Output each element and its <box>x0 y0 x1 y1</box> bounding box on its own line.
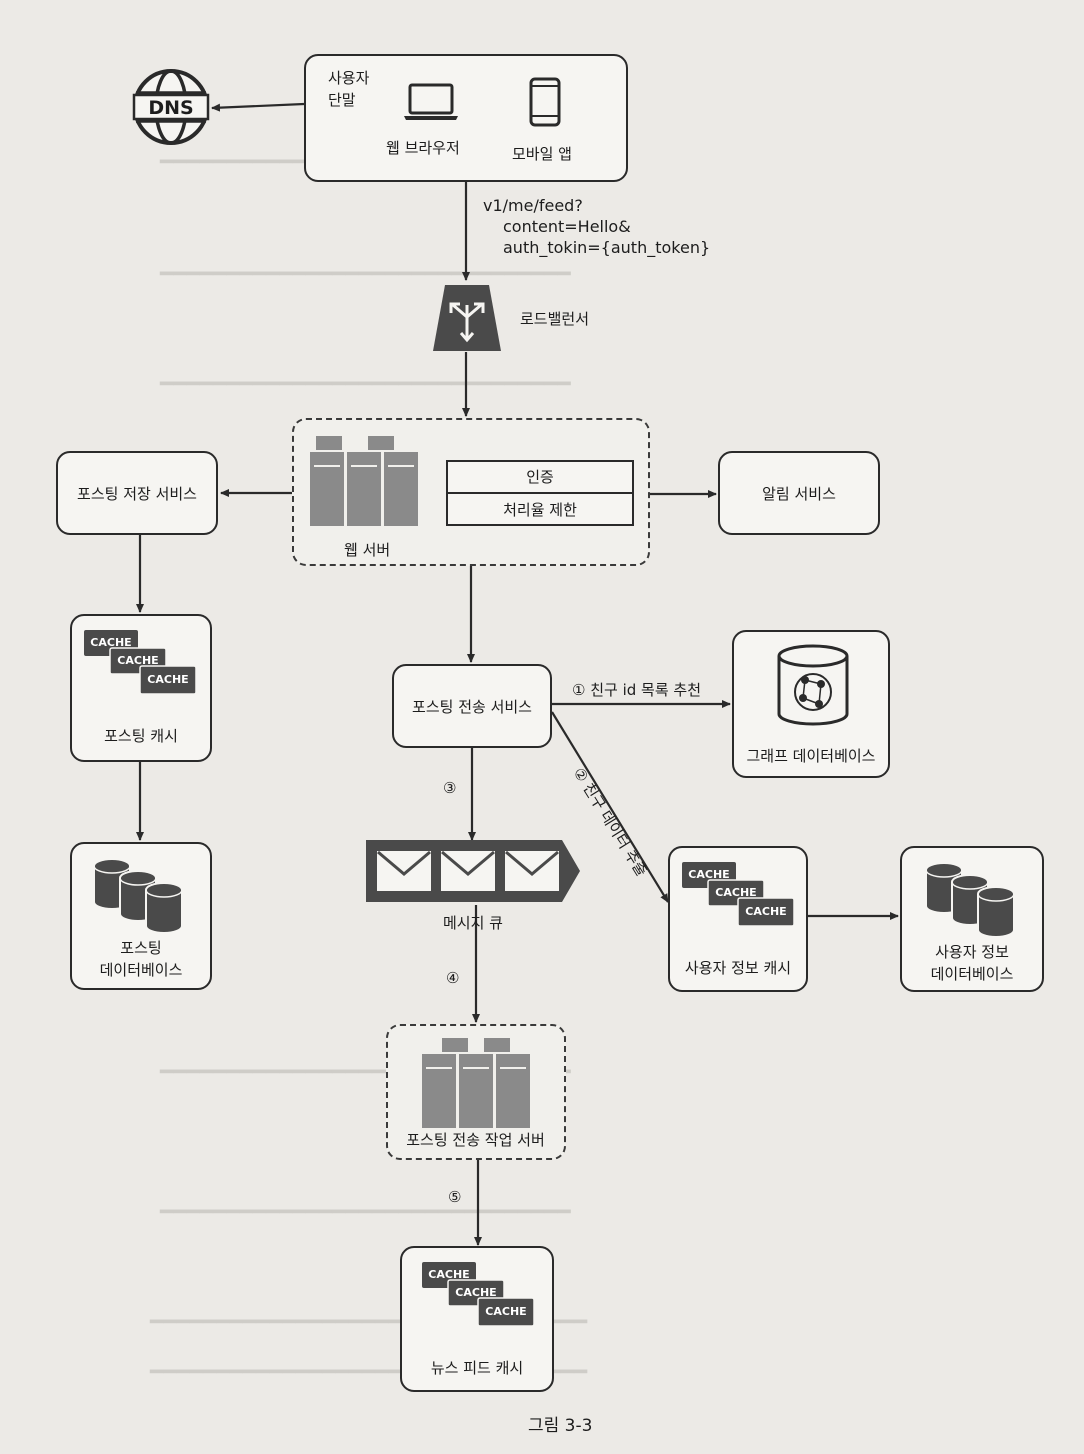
client-device-box: 사용자 단말 웹 브라우저 모바일 앱 <box>304 54 628 182</box>
request-line2: content=Hello& <box>503 217 631 236</box>
cache-tag: CACHE <box>428 1268 469 1281</box>
figure-caption: 그림 3-3 <box>528 1416 593 1436</box>
post-db-box: 포스팅 데이터베이스 <box>70 842 212 990</box>
cache-tag: CACHE <box>745 905 786 918</box>
graph-db-label: 그래프 데이터베이스 <box>746 747 876 765</box>
cache-tag: CACHE <box>455 1286 496 1299</box>
load-balancer-icon <box>433 285 501 351</box>
request-line3: auth_tokin={auth_token} <box>503 238 711 257</box>
cache-tag: CACHE <box>688 868 729 881</box>
auth-rate-limit-block: 인증 처리율 제한 <box>446 460 634 526</box>
cache-tag: CACHE <box>90 636 131 649</box>
database-cylinders-icon <box>925 862 1015 938</box>
message-queue-icon <box>366 840 580 902</box>
server-rack-icon <box>310 436 418 526</box>
database-cylinders-icon <box>93 858 183 934</box>
user-db-box: 사용자 정보 데이터베이스 <box>900 846 1044 992</box>
load-balancer-label: 로드밸런서 <box>520 310 590 328</box>
mobile-phone-icon <box>529 77 561 127</box>
client-title-line2: 단말 <box>328 91 356 109</box>
cache-stack-icon: CACHE CACHE CACHE <box>422 1262 534 1327</box>
post-storage-service-label: 포스팅 저장 서비스 <box>77 485 197 503</box>
user-db-label-line2: 데이터베이스 <box>930 965 1014 983</box>
post-storage-service-box: 포스팅 저장 서비스 <box>56 451 218 535</box>
cache-tag: CACHE <box>485 1305 526 1318</box>
laptop-icon <box>404 83 458 120</box>
notification-service-box: 알림 서비스 <box>718 451 880 535</box>
web-server-label: 웹 서버 <box>344 541 391 559</box>
fanout-service-box: 포스팅 전송 서비스 <box>392 664 552 748</box>
web-server-group: 웹 서버 인증 처리율 제한 <box>292 418 650 566</box>
request-line1: v1/me/feed? <box>483 196 583 215</box>
user-cache-box: CACHE CACHE CACHE 사용자 정보 캐시 <box>668 846 808 992</box>
dns-label: DNS <box>148 97 193 119</box>
post-cache-box: CACHE CACHE CACHE 포스팅 캐시 <box>70 614 212 762</box>
cache-tag: CACHE <box>715 886 756 899</box>
user-db-label-line1: 사용자 정보 <box>935 943 1009 961</box>
fanout-service-label: 포스팅 전송 서비스 <box>412 698 532 716</box>
cache-stack-icon: CACHE CACHE CACHE <box>84 630 196 695</box>
cache-tag: CACHE <box>147 673 188 686</box>
cache-tag: CACHE <box>117 654 158 667</box>
post-cache-label: 포스팅 캐시 <box>104 727 178 745</box>
graph-db-box: 그래프 데이터베이스 <box>732 630 890 778</box>
graph-database-icon <box>777 644 849 726</box>
rate-limit-label: 처리율 제한 <box>503 501 577 519</box>
step1-label: ① 친구 id 목록 추천 <box>572 681 702 699</box>
arrow-fanout-to-usercache <box>551 711 669 903</box>
arrow-client-to-dns <box>211 102 305 112</box>
auth-label: 인증 <box>526 468 554 486</box>
post-db-label-line2: 데이터베이스 <box>99 961 183 979</box>
server-rack-icon <box>422 1038 530 1128</box>
news-feed-cache-box: CACHE CACHE CACHE 뉴스 피드 캐시 <box>400 1246 554 1392</box>
fanout-workers-label: 포스팅 전송 작업 서버 <box>406 1131 545 1149</box>
fanout-workers-group: 포스팅 전송 작업 서버 <box>386 1024 566 1160</box>
user-cache-label: 사용자 정보 캐시 <box>684 959 792 977</box>
cache-stack-icon: CACHE CACHE CACHE <box>682 862 794 927</box>
notification-service-label: 알림 서비스 <box>762 485 836 503</box>
mobile-app-label: 모바일 앱 <box>512 145 572 163</box>
news-feed-cache-label: 뉴스 피드 캐시 <box>430 1359 524 1377</box>
web-browser-label: 웹 브라우저 <box>386 139 460 157</box>
post-db-label-line1: 포스팅 <box>120 939 162 957</box>
message-queue-label: 메시지 큐 <box>443 914 503 932</box>
step4-label: ④ <box>446 969 460 987</box>
client-title-line1: 사용자 <box>328 69 370 87</box>
step3-label: ③ <box>443 779 457 797</box>
dns-globe-icon: DNS <box>132 69 210 145</box>
step5-label: ⑤ <box>448 1188 462 1206</box>
